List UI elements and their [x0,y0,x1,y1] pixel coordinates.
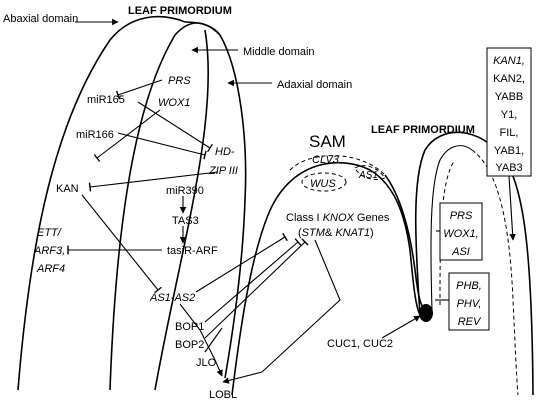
right-primordium-dashed-1 [439,159,456,306]
left-primordium-title: LEAF PRIMORDIUM [128,5,232,17]
cuc-boundary-dot [419,304,433,322]
left-primordium-adaxial-outline [219,34,247,379]
as1as2-bop-jlo-lobl-arrow [179,303,223,377]
left-primordium-outer-outline [17,15,186,391]
knox-genes-label: Class I KNOX Genes [286,212,390,224]
bop-jlo-link [204,327,223,353]
gene-jlo: JLO [196,357,217,369]
abaxial-gene-item: YABB [495,91,524,103]
adaxial-gene-item: PHB, [456,280,482,292]
abaxial-gene-item: FIL, [500,127,519,139]
adaxial-domain-label: Adaxial domain [277,79,352,91]
cuc-label: CUC1, CUC2 [327,338,393,350]
prs-to-mir165-inhibit [115,79,163,100]
gene-tasiarf: tasiR-ARF [167,245,218,257]
gene-mir390: miR390 [166,185,204,197]
abaxial-domain-label: Abaxial domain [3,13,78,25]
gene-wox1: WOX1 [158,97,190,109]
gene-tas3: TAS3 [172,215,199,227]
gene-ett: ETT/ [37,227,62,239]
abaxial-genes-list: KAN1, KAN2, YABB Y1, FIL, YAB1, YAB3 [493,55,525,174]
right-primordium-inner-solid [430,145,473,311]
mir166-inhibit-hdzip [117,132,207,160]
abaxial-gene-item: YAB3 [495,162,522,174]
adaxial-genes-list: PHB, PHV, REV [456,280,482,328]
gene-arf3: ARF3, [33,245,65,257]
abaxial-gene-item: KAN1, [493,55,525,67]
mir165-inhibit-hdzip [137,101,213,153]
middle-domain-label: Middle domain [243,46,315,58]
left-primordium-arc [184,21,221,36]
gene-kan: KAN [56,183,79,195]
middle-gene-item: WOX1, [443,228,478,240]
gene-arf4: ARF4 [36,263,65,275]
gene-hd: HD- [215,146,235,158]
knox-to-lobl-path [261,239,341,373]
as1as2-inhibit-knox [195,232,288,293]
abaxial-gene-item: Y1, [501,109,518,121]
gene-prs: PRS [168,75,191,87]
middle-gene-item: ASI [451,246,470,258]
wox1-inhibit-kan [93,109,161,162]
middle-gene-item: PRS [450,210,473,222]
left-primordium-inner-outline [154,29,210,391]
gene-clv3: CLV3 [312,154,340,166]
abaxial-gene-item: KAN2, [493,73,525,85]
sam-tunica-dashed [289,155,386,176]
gene-bop2: BOP2 [175,339,204,351]
right-primordium-title: LEAF PRIMORDIUM [371,124,475,136]
wus-domain-ellipse [301,172,347,192]
gene-bop1: BOP1 [175,321,204,333]
gene-mir166: miR166 [76,129,114,141]
adaxial-genes-box [448,272,490,331]
gene-as1-sam: AS1 [358,170,378,181]
bop2-inhibit-knox [204,238,309,339]
hdzip-inhibit-kan [88,171,219,192]
gene-wus: WUS [310,178,336,190]
cuc-arrow [381,315,421,339]
to-lobl-arrow [222,371,263,384]
kan-inhibit-as1as2 [81,194,162,294]
middle-genes-list: PRS WOX1, ASI [443,210,478,258]
bop1-inhibit-knox [204,238,302,323]
adaxial-gene-item: REV [458,316,482,328]
sam-title: SAM [309,132,346,151]
abaxial-gene-item: YAB1, [494,145,524,157]
right-primordium-outer [414,131,534,396]
gene-zip3: ZIP III [208,165,238,177]
gene-lobl: LOBL [209,389,237,401]
gene-mir165: miR165 [87,94,125,106]
sam-right-boundary [384,174,426,311]
as1-domain-outline [354,165,386,181]
gene-as1as2: AS1-AS2 [149,292,195,304]
knox-genes-members: (STM& KNAT1) [298,227,374,239]
abaxial-box-arrow [508,175,516,241]
sam-outline [231,161,421,396]
middle-genes-box [439,202,483,261]
adaxial-gene-item: PHV, [457,298,482,310]
